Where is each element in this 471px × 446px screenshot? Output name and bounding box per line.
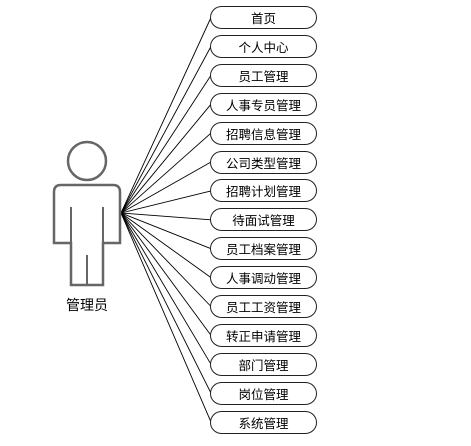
actor-head (66, 140, 108, 182)
use-case-oval: 员工档案管理 (210, 237, 317, 261)
association-lines (120, 17, 212, 423)
association-line (120, 212, 212, 307)
use-case-oval: 首页 (210, 6, 317, 29)
use-case-oval: 招聘信息管理 (210, 121, 317, 145)
association-line (120, 75, 212, 214)
association-line (120, 46, 212, 214)
association-line (120, 212, 212, 423)
actor-label: 管理员 (66, 298, 108, 314)
use-case-oval: 部门管理 (210, 352, 317, 376)
use-case-oval: 员工管理 (210, 63, 317, 87)
association-line (120, 212, 212, 250)
association-line (120, 212, 212, 278)
use-case-oval: 待面试管理 (210, 208, 317, 232)
actor-figure-icon (52, 140, 122, 287)
association-line (120, 212, 212, 221)
association-line (120, 190, 212, 214)
association-line (120, 212, 212, 394)
use-case-oval: 岗位管理 (210, 381, 317, 405)
use-case-oval: 系统管理 (210, 410, 317, 434)
association-line (120, 212, 212, 365)
association-line (120, 103, 212, 214)
use-case-oval: 人事调动管理 (210, 266, 317, 290)
use-case-oval: 转正申请管理 (210, 323, 317, 347)
use-case-oval: 员工工资管理 (210, 295, 317, 318)
association-line (120, 161, 212, 214)
use-case-oval: 公司类型管理 (210, 150, 317, 174)
use-case-oval: 招聘计划管理 (210, 179, 317, 203)
association-line (120, 132, 212, 214)
association-line (120, 17, 212, 214)
use-case-oval: 人事专员管理 (210, 92, 317, 116)
use-case-oval: 个人中心 (210, 34, 317, 58)
association-line (120, 212, 212, 336)
